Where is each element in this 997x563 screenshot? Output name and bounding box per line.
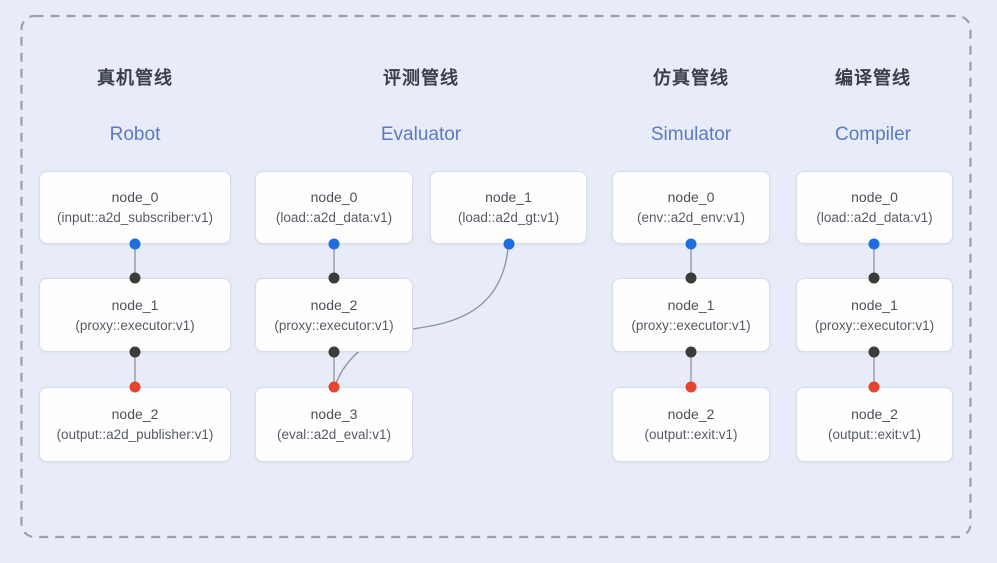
port-dot-red	[685, 381, 697, 393]
port-dot-blue	[328, 238, 340, 249]
node-impl: (load::a2d_gt:v1)	[457, 210, 560, 225]
port-dot-black	[868, 346, 880, 358]
simulator-node-0: node_0 (env::a2d_env:v1)	[612, 171, 770, 244]
robot-node-0: node_0 (input::a2d_subscriber:v1)	[39, 171, 231, 244]
node-impl: (proxy::executor:v1)	[274, 317, 394, 333]
evaluator-node-0: node_0 (load::a2d_data:v1)	[255, 171, 413, 244]
port-dot-black	[685, 272, 697, 284]
port-dot-red	[328, 381, 340, 393]
port-dot-blue	[685, 238, 697, 249]
port-dot-black	[685, 346, 697, 358]
pipeline-title-zh-compiler: 编译管线	[835, 68, 911, 88]
port-dot-blue	[868, 238, 880, 249]
pipeline-title-zh-simulator: 仿真管线	[653, 68, 729, 88]
port-dot-black	[328, 272, 340, 284]
node-impl: (output::exit:v1)	[827, 427, 922, 442]
pipeline-title-en-robot: Robot	[109, 124, 161, 145]
dashed-container-border	[20, 14, 972, 539]
port-dot-black	[129, 346, 141, 358]
node-name: node_2	[310, 296, 358, 313]
node-name: node_1	[111, 296, 159, 313]
node-name: node_0	[667, 189, 715, 205]
node-name: node_0	[310, 189, 358, 205]
node-impl: (output::exit:v1)	[644, 427, 738, 442]
node-name: node_2	[851, 406, 898, 422]
node-impl: (eval::a2d_eval:v1)	[276, 427, 392, 442]
node-name: node_1	[851, 296, 898, 313]
node-impl: (env::a2d_env:v1)	[636, 210, 746, 225]
port-dot-blue	[129, 238, 141, 249]
compiler-node-1: node_1 (proxy::executor:v1)	[796, 278, 953, 352]
node-impl: (proxy::executor:v1)	[814, 317, 935, 333]
node-impl: (load::a2d_data:v1)	[275, 210, 393, 225]
node-impl: (input::a2d_subscriber:v1)	[56, 210, 214, 225]
pipeline-title-en-compiler: Compiler	[834, 124, 912, 145]
evaluator-node-1: node_1 (load::a2d_gt:v1)	[430, 171, 587, 244]
node-name: node_0	[851, 189, 898, 205]
evaluator-node-3: node_3 (eval::a2d_eval:v1)	[255, 387, 413, 462]
compiler-node-0: node_0 (load::a2d_data:v1)	[796, 171, 953, 244]
pipeline-title-en-simulator: Simulator	[650, 124, 732, 145]
pipeline-title-zh-evaluator: 评测管线	[383, 68, 459, 88]
node-name: node_1	[667, 296, 715, 313]
node-impl: (proxy::executor:v1)	[631, 317, 751, 333]
port-dot-black	[328, 346, 340, 358]
evaluator-node-2: node_2 (proxy::executor:v1)	[255, 278, 413, 352]
node-name: node_1	[485, 189, 532, 205]
node-name: node_2	[111, 406, 159, 422]
port-dot-black	[868, 272, 880, 284]
node-impl: (output::a2d_publisher:v1)	[56, 427, 214, 442]
robot-node-2: node_2 (output::a2d_publisher:v1)	[39, 387, 231, 462]
port-dot-red	[129, 381, 141, 393]
pipeline-title-zh-robot: 真机管线	[97, 68, 173, 88]
pipeline-title-en-evaluator: Evaluator	[380, 124, 462, 145]
node-name: node_0	[111, 189, 159, 205]
robot-node-1: node_1 (proxy::executor:v1)	[39, 278, 231, 352]
simulator-node-2: node_2 (output::exit:v1)	[612, 387, 770, 462]
node-impl: (load::a2d_data:v1)	[816, 210, 933, 225]
node-name: node_2	[667, 406, 715, 422]
port-dot-black	[129, 272, 141, 284]
node-impl: (proxy::executor:v1)	[75, 317, 195, 333]
port-dot-red	[868, 381, 880, 393]
simulator-node-1: node_1 (proxy::executor:v1)	[612, 278, 770, 352]
compiler-node-2: node_2 (output::exit:v1)	[796, 387, 953, 462]
node-name: node_3	[310, 406, 358, 422]
port-dot-blue	[503, 238, 514, 249]
evaluator-gt-curve-connector	[334, 243, 510, 387]
